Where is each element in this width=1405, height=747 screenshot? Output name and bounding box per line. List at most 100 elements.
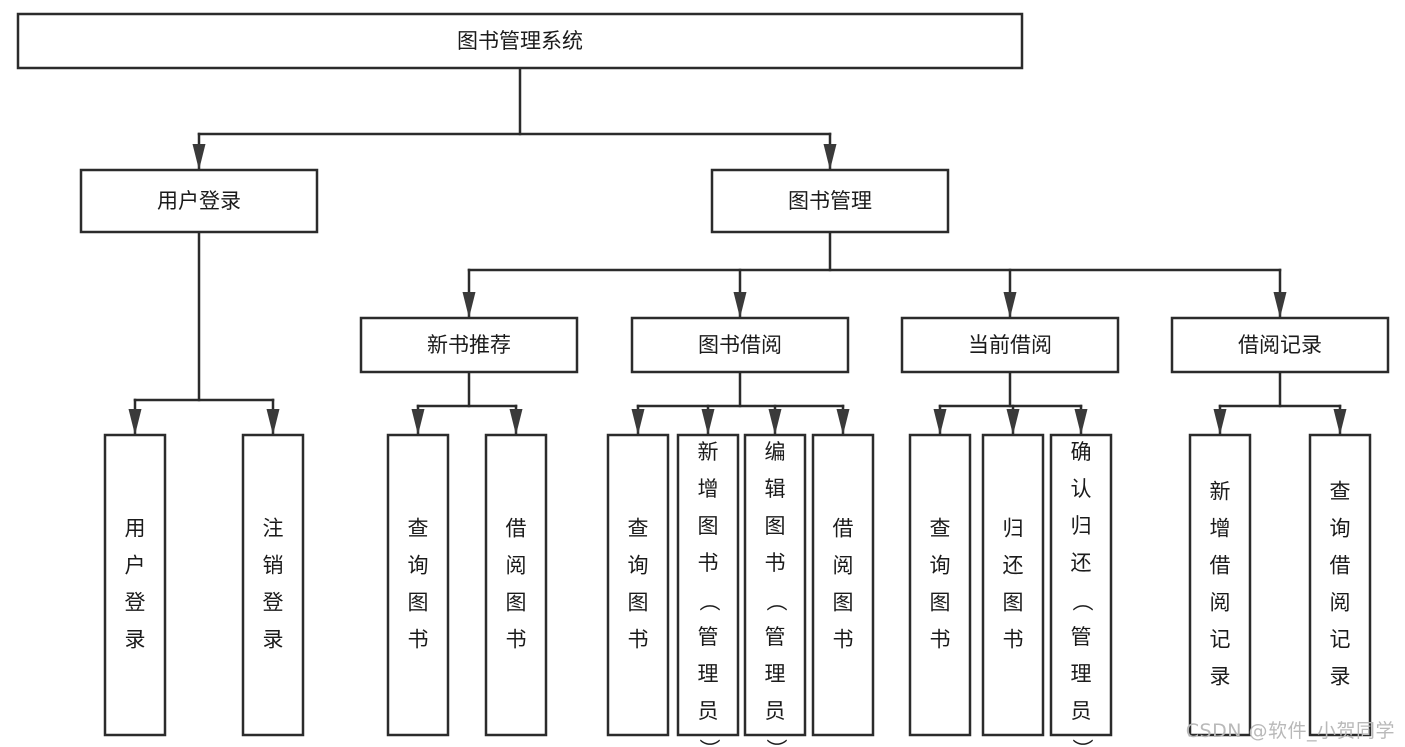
node-box[interactable] [981, 433, 1045, 737]
node-label-char: 书 [1003, 628, 1024, 652]
node-box[interactable] [908, 433, 972, 737]
node-l3-1[interactable]: 图书借阅 [630, 316, 850, 374]
arrow-head-icon [1213, 409, 1227, 435]
arrow-head-icon [701, 409, 715, 435]
node-l4-0[interactable]: 用户登录 [103, 433, 167, 737]
node-box[interactable] [386, 433, 450, 737]
arrow-head-icon [768, 409, 782, 435]
node-label-char: 录 [263, 628, 284, 652]
node-label-char: 用 [125, 517, 146, 541]
node-label-char: 理 [698, 662, 719, 686]
node-box[interactable] [103, 433, 167, 737]
node-label-char: 图 [698, 514, 719, 538]
node-box[interactable] [743, 433, 807, 737]
node-label-char: 还 [1071, 551, 1092, 575]
node-box[interactable] [676, 433, 740, 737]
node-label-char: 销 [263, 554, 284, 578]
arrow-head-icon [1006, 409, 1020, 435]
node-l2-0[interactable]: 用户登录 [79, 168, 319, 234]
node-root[interactable]: 图书管理系统 [16, 12, 1024, 70]
node-box[interactable] [16, 12, 1024, 70]
node-label-char: 员 [1071, 699, 1092, 723]
node-label-char: 图 [628, 591, 649, 615]
node-label-char: 增 [698, 477, 719, 501]
node-box[interactable] [900, 316, 1120, 374]
node-label-char: 书 [698, 551, 719, 575]
node-label-char: 还 [1003, 554, 1024, 578]
node-label-char: 图 [1003, 591, 1024, 615]
node-box[interactable] [1049, 433, 1113, 737]
node-label: 图书管理系统 [457, 29, 583, 53]
node-label-char: 书 [506, 628, 527, 652]
node-label-char: 户 [125, 554, 146, 578]
node-label: 当前借阅 [968, 333, 1052, 357]
node-label-char: 阅 [1330, 591, 1351, 615]
node-label-char: 借 [1330, 554, 1351, 578]
node-l2-1[interactable]: 图书管理 [710, 168, 950, 234]
node-box[interactable] [811, 433, 875, 737]
node-label-char: 登 [263, 591, 284, 615]
node-label-char: 查 [628, 517, 649, 541]
node-label: 图书管理 [788, 189, 872, 213]
node-label-char: 管 [698, 625, 719, 649]
node-label-char: 新 [1210, 480, 1231, 504]
node-l3-3[interactable]: 借阅记录 [1170, 316, 1390, 374]
node-label-char: 归 [1071, 514, 1092, 538]
node-box[interactable] [630, 316, 850, 374]
arrow-head-icon [1273, 292, 1287, 318]
node-layer: 图书管理系统用户登录图书管理新书推荐图书借阅当前借阅借阅记录用户登录注销登录查询… [16, 12, 1390, 747]
connector-group [933, 370, 1088, 437]
node-box[interactable] [241, 433, 305, 737]
node-l3-0[interactable]: 新书推荐 [359, 316, 579, 374]
node-box[interactable] [710, 168, 950, 234]
node-label-char: 书 [765, 551, 786, 575]
node-box[interactable] [484, 433, 548, 737]
arrow-head-icon [733, 292, 747, 318]
arrow-head-icon [192, 144, 206, 170]
node-label-char: 员 [698, 699, 719, 723]
arrow-head-icon [266, 409, 280, 435]
node-box[interactable] [359, 316, 579, 374]
node-label: 用户登录 [157, 189, 241, 213]
node-label-char: 图 [930, 591, 951, 615]
node-label-char: ） [764, 739, 788, 747]
arrow-head-icon [1074, 409, 1088, 435]
node-label-char: 借 [1210, 554, 1231, 578]
node-label-char: ） [1070, 739, 1094, 747]
node-box[interactable] [1308, 433, 1372, 737]
node-label-char: 询 [1330, 517, 1351, 541]
node-label-char: 认 [1071, 477, 1092, 501]
node-label-char: 确 [1071, 440, 1092, 464]
arrow-head-icon [823, 144, 837, 170]
node-box[interactable] [1170, 316, 1390, 374]
node-label-char: 理 [1071, 662, 1092, 686]
node-box[interactable] [1188, 433, 1252, 737]
node-label-char: 询 [628, 554, 649, 578]
node-l3-2[interactable]: 当前借阅 [900, 316, 1120, 374]
arrow-head-icon [836, 409, 850, 435]
node-label-char: 询 [408, 554, 429, 578]
node-label-char: 记 [1330, 628, 1351, 652]
watermark-label: CSDN @软件_小贺同学 [1185, 720, 1395, 742]
node-label-char: 理 [765, 662, 786, 686]
node-label-char: 图 [833, 591, 854, 615]
node-label-char: 辑 [765, 477, 786, 501]
connector-group [1213, 370, 1347, 437]
node-box[interactable] [606, 433, 670, 737]
node-label-char: 新 [698, 440, 719, 464]
node-label-char: 录 [1330, 665, 1351, 689]
node-box[interactable] [79, 168, 319, 234]
